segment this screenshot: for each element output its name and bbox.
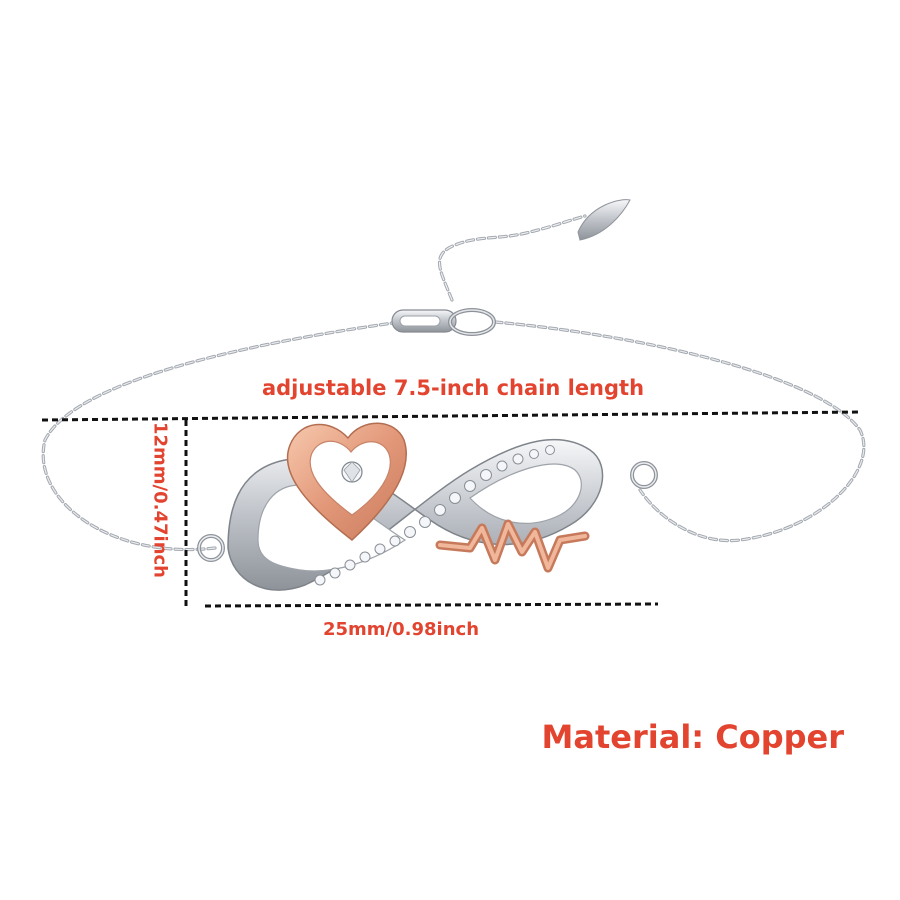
- height-dimension-label: 12mm/0.47inch: [149, 421, 171, 578]
- chain-length-guide-line: [41, 410, 861, 422]
- heartbeat-line: [438, 522, 587, 570]
- left-jump-ring: [198, 535, 224, 561]
- material-label: Material: Copper: [541, 718, 844, 756]
- lobster-clasp: [391, 308, 496, 336]
- bracelet-chain: [494, 321, 865, 542]
- width-dimension-label: 25mm/0.98inch: [323, 619, 480, 640]
- crystal-row: [314, 445, 555, 586]
- extender-chain: [438, 215, 586, 301]
- extender-tag: [577, 199, 631, 241]
- width-guide-line: [204, 602, 659, 608]
- extender-chain: [437, 214, 587, 302]
- right-jump-ring: [631, 462, 657, 488]
- bracelet-chain: [42, 321, 401, 550]
- chain-length-label: adjustable 7.5-inch chain length: [261, 376, 645, 400]
- rose-gold-heart: [286, 422, 408, 541]
